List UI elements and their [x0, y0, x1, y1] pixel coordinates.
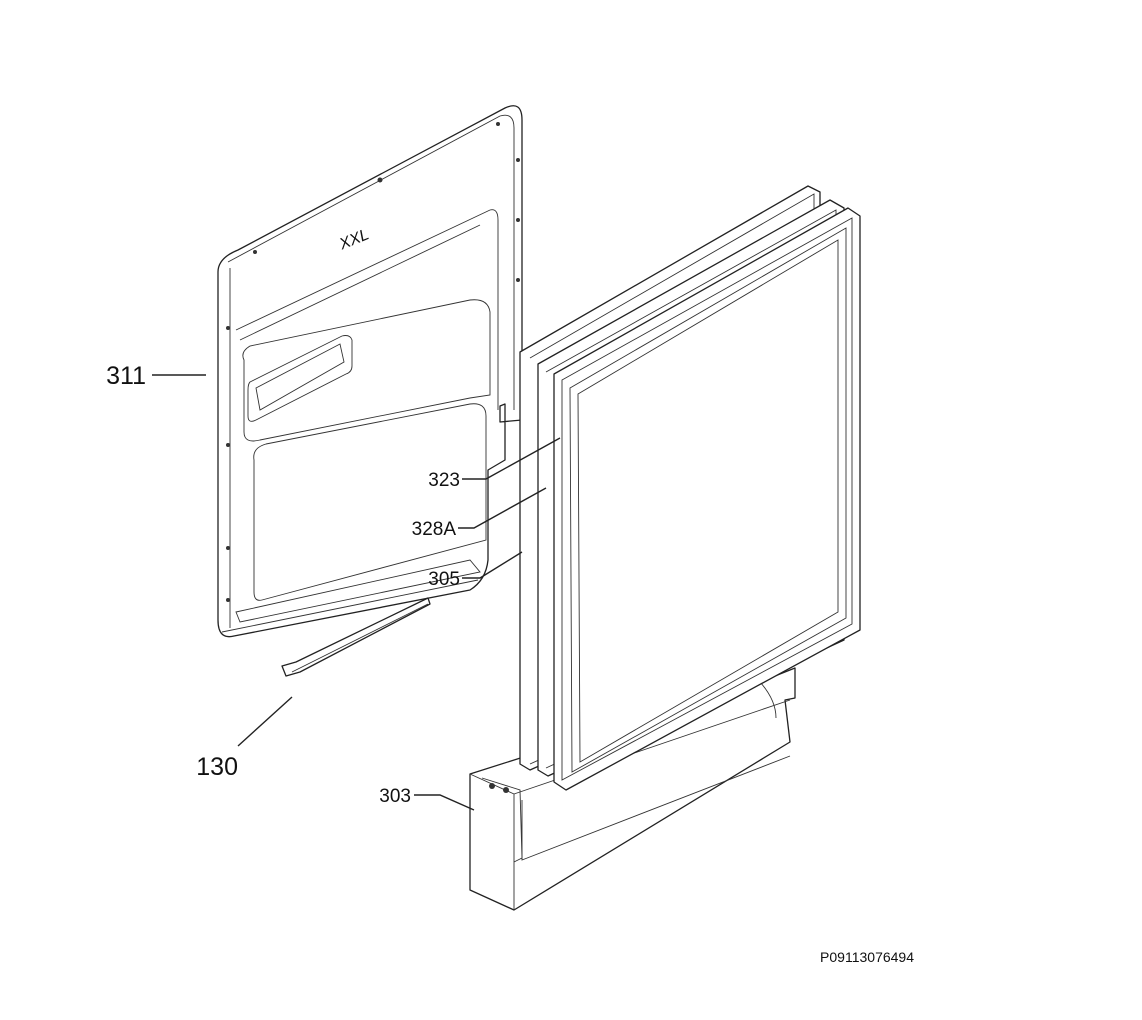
label-303: 303 — [379, 786, 411, 807]
bottom-kick-box — [469, 667, 796, 911]
inner-door-panel: XXL — [217, 105, 523, 638]
leader-303 — [414, 794, 475, 811]
label-305: 305 — [428, 569, 460, 590]
trim-strip — [281, 597, 431, 677]
leader-323 — [462, 437, 561, 480]
label-323: 323 — [428, 470, 460, 491]
leader-130 — [237, 696, 293, 747]
leader-305 — [462, 551, 523, 579]
label-130: 130 — [196, 753, 238, 781]
door-seal-inner — [553, 207, 861, 791]
label-311: 311 — [106, 362, 146, 390]
label-328a: 328A — [412, 519, 457, 540]
callout-lines — [152, 374, 561, 811]
part-labels: 311 130 323 328A 305 303 — [106, 362, 460, 807]
drawing-code: P09113076494 — [820, 949, 914, 965]
leader-328a — [458, 487, 547, 529]
